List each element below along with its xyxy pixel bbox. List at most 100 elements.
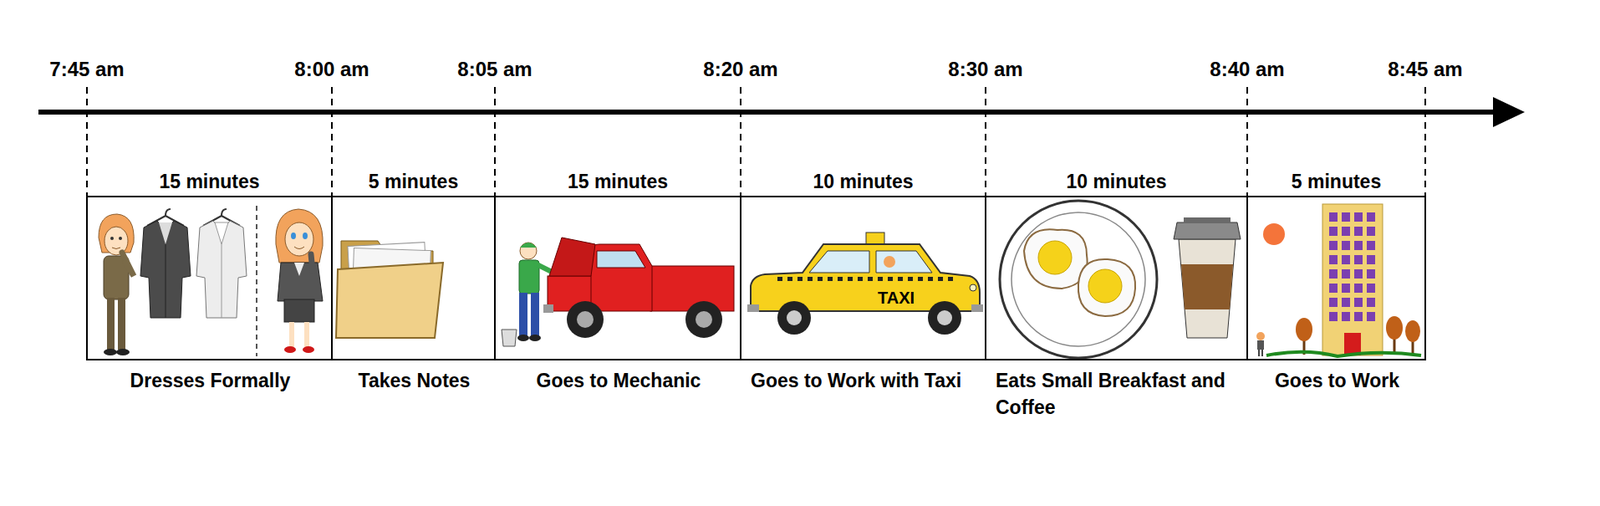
taxi-car xyxy=(817,276,823,281)
activity-box: 15 minutesDresses Formally xyxy=(86,167,332,394)
mechanic-figure xyxy=(519,292,528,337)
small-person xyxy=(1258,349,1260,357)
picture-frame xyxy=(739,195,987,361)
coffee-cup xyxy=(1178,239,1236,338)
woman-figure xyxy=(116,348,130,356)
taxi-car xyxy=(907,276,913,281)
office-building xyxy=(1341,283,1351,293)
trees xyxy=(1295,317,1313,342)
plate-with-eggs xyxy=(1038,240,1072,275)
taxi-car xyxy=(807,276,813,281)
woman-figure xyxy=(98,214,134,356)
woman-figure xyxy=(107,297,115,350)
small-person xyxy=(1256,331,1265,357)
office-building xyxy=(1329,311,1338,322)
mechanic-figure xyxy=(519,242,537,260)
tick-line xyxy=(494,86,496,196)
office-building xyxy=(1341,269,1351,279)
taxi-car xyxy=(777,276,953,281)
activity-box: 10 minutesGoes to Work with Taxi xyxy=(740,167,986,394)
taxi-car xyxy=(927,300,962,335)
woman-in-suit xyxy=(302,232,308,240)
office-building xyxy=(1329,283,1338,293)
office-building xyxy=(1329,297,1338,307)
taxi-car xyxy=(857,276,863,281)
taxi-car xyxy=(777,276,783,281)
office-building xyxy=(1341,212,1351,222)
office-building xyxy=(1366,269,1376,279)
red-truck xyxy=(589,244,653,311)
duration-label: 10 minutes xyxy=(740,167,986,196)
coffee-cup xyxy=(1173,222,1241,240)
red-truck xyxy=(596,250,646,268)
trees xyxy=(1295,315,1421,355)
office-building xyxy=(1354,212,1363,222)
picture-frame xyxy=(86,195,333,361)
office-building xyxy=(1366,311,1376,322)
mechanic-figure xyxy=(519,242,537,248)
activity-box: 15 minutesGoes to Mechanic xyxy=(494,167,741,394)
woman-in-suit xyxy=(289,321,295,347)
taxi-car xyxy=(937,310,953,326)
plate-with-eggs xyxy=(999,200,1157,358)
taxi-car xyxy=(827,276,833,281)
woman-in-suit xyxy=(294,262,305,276)
activity-label: Eats Small Breakfast and Coffee xyxy=(985,360,1248,421)
dark-suit xyxy=(140,208,191,318)
time-label: 8:45 am xyxy=(1387,57,1463,82)
taxi-car xyxy=(883,255,896,268)
coffee-cup xyxy=(1183,217,1231,224)
timeline-axis xyxy=(38,109,1499,115)
taxi-car xyxy=(876,250,933,273)
office-building xyxy=(1366,254,1376,265)
ground xyxy=(1266,351,1422,357)
office-building xyxy=(1329,254,1338,265)
taxi-car xyxy=(837,276,843,281)
taxi-car xyxy=(897,276,903,281)
office-building xyxy=(1366,226,1376,236)
taxi-car xyxy=(887,276,893,281)
woman-figure xyxy=(110,236,114,240)
office-building xyxy=(1341,311,1351,322)
divider-line xyxy=(255,205,258,357)
light-suit xyxy=(196,220,247,318)
red-truck xyxy=(543,237,734,338)
office-building xyxy=(1354,240,1363,250)
office-building xyxy=(1354,254,1363,265)
tick-line xyxy=(86,86,1426,196)
red-truck xyxy=(685,300,723,338)
activity-label: Dresses Formally xyxy=(86,360,332,394)
ground xyxy=(1266,351,1422,357)
folder-icon xyxy=(336,240,444,338)
activity-box: 5 minutesGoes to Work xyxy=(1247,167,1426,394)
time-label: 8:30 am xyxy=(947,57,1023,82)
sun xyxy=(1263,223,1285,245)
woman-in-suit xyxy=(294,246,305,250)
time-label: 8:05 am xyxy=(457,57,532,82)
mechanic-figure xyxy=(517,334,530,342)
small-person xyxy=(1256,331,1265,341)
mechanic-figure xyxy=(529,334,541,342)
time-label: 7:45 am xyxy=(49,57,124,82)
duration-label: 15 minutes xyxy=(86,167,332,196)
office-building xyxy=(1366,240,1376,250)
woman-figure xyxy=(103,348,118,356)
picture-frame xyxy=(1246,195,1427,361)
taxi-sign: TAXI xyxy=(877,287,915,308)
dark-suit xyxy=(165,244,167,318)
taxi-car xyxy=(927,276,933,281)
plate-with-eggs xyxy=(999,200,1157,358)
red-truck xyxy=(543,304,554,313)
taxi-car xyxy=(937,276,943,281)
office-building xyxy=(1354,297,1363,307)
office-building xyxy=(1341,254,1351,265)
woman-in-suit xyxy=(290,232,296,240)
office-building xyxy=(1354,283,1363,293)
bucket xyxy=(501,329,517,347)
sun xyxy=(1263,223,1285,245)
plate-with-eggs xyxy=(1088,269,1122,303)
office-building xyxy=(1354,226,1363,236)
office-building xyxy=(1322,203,1383,356)
